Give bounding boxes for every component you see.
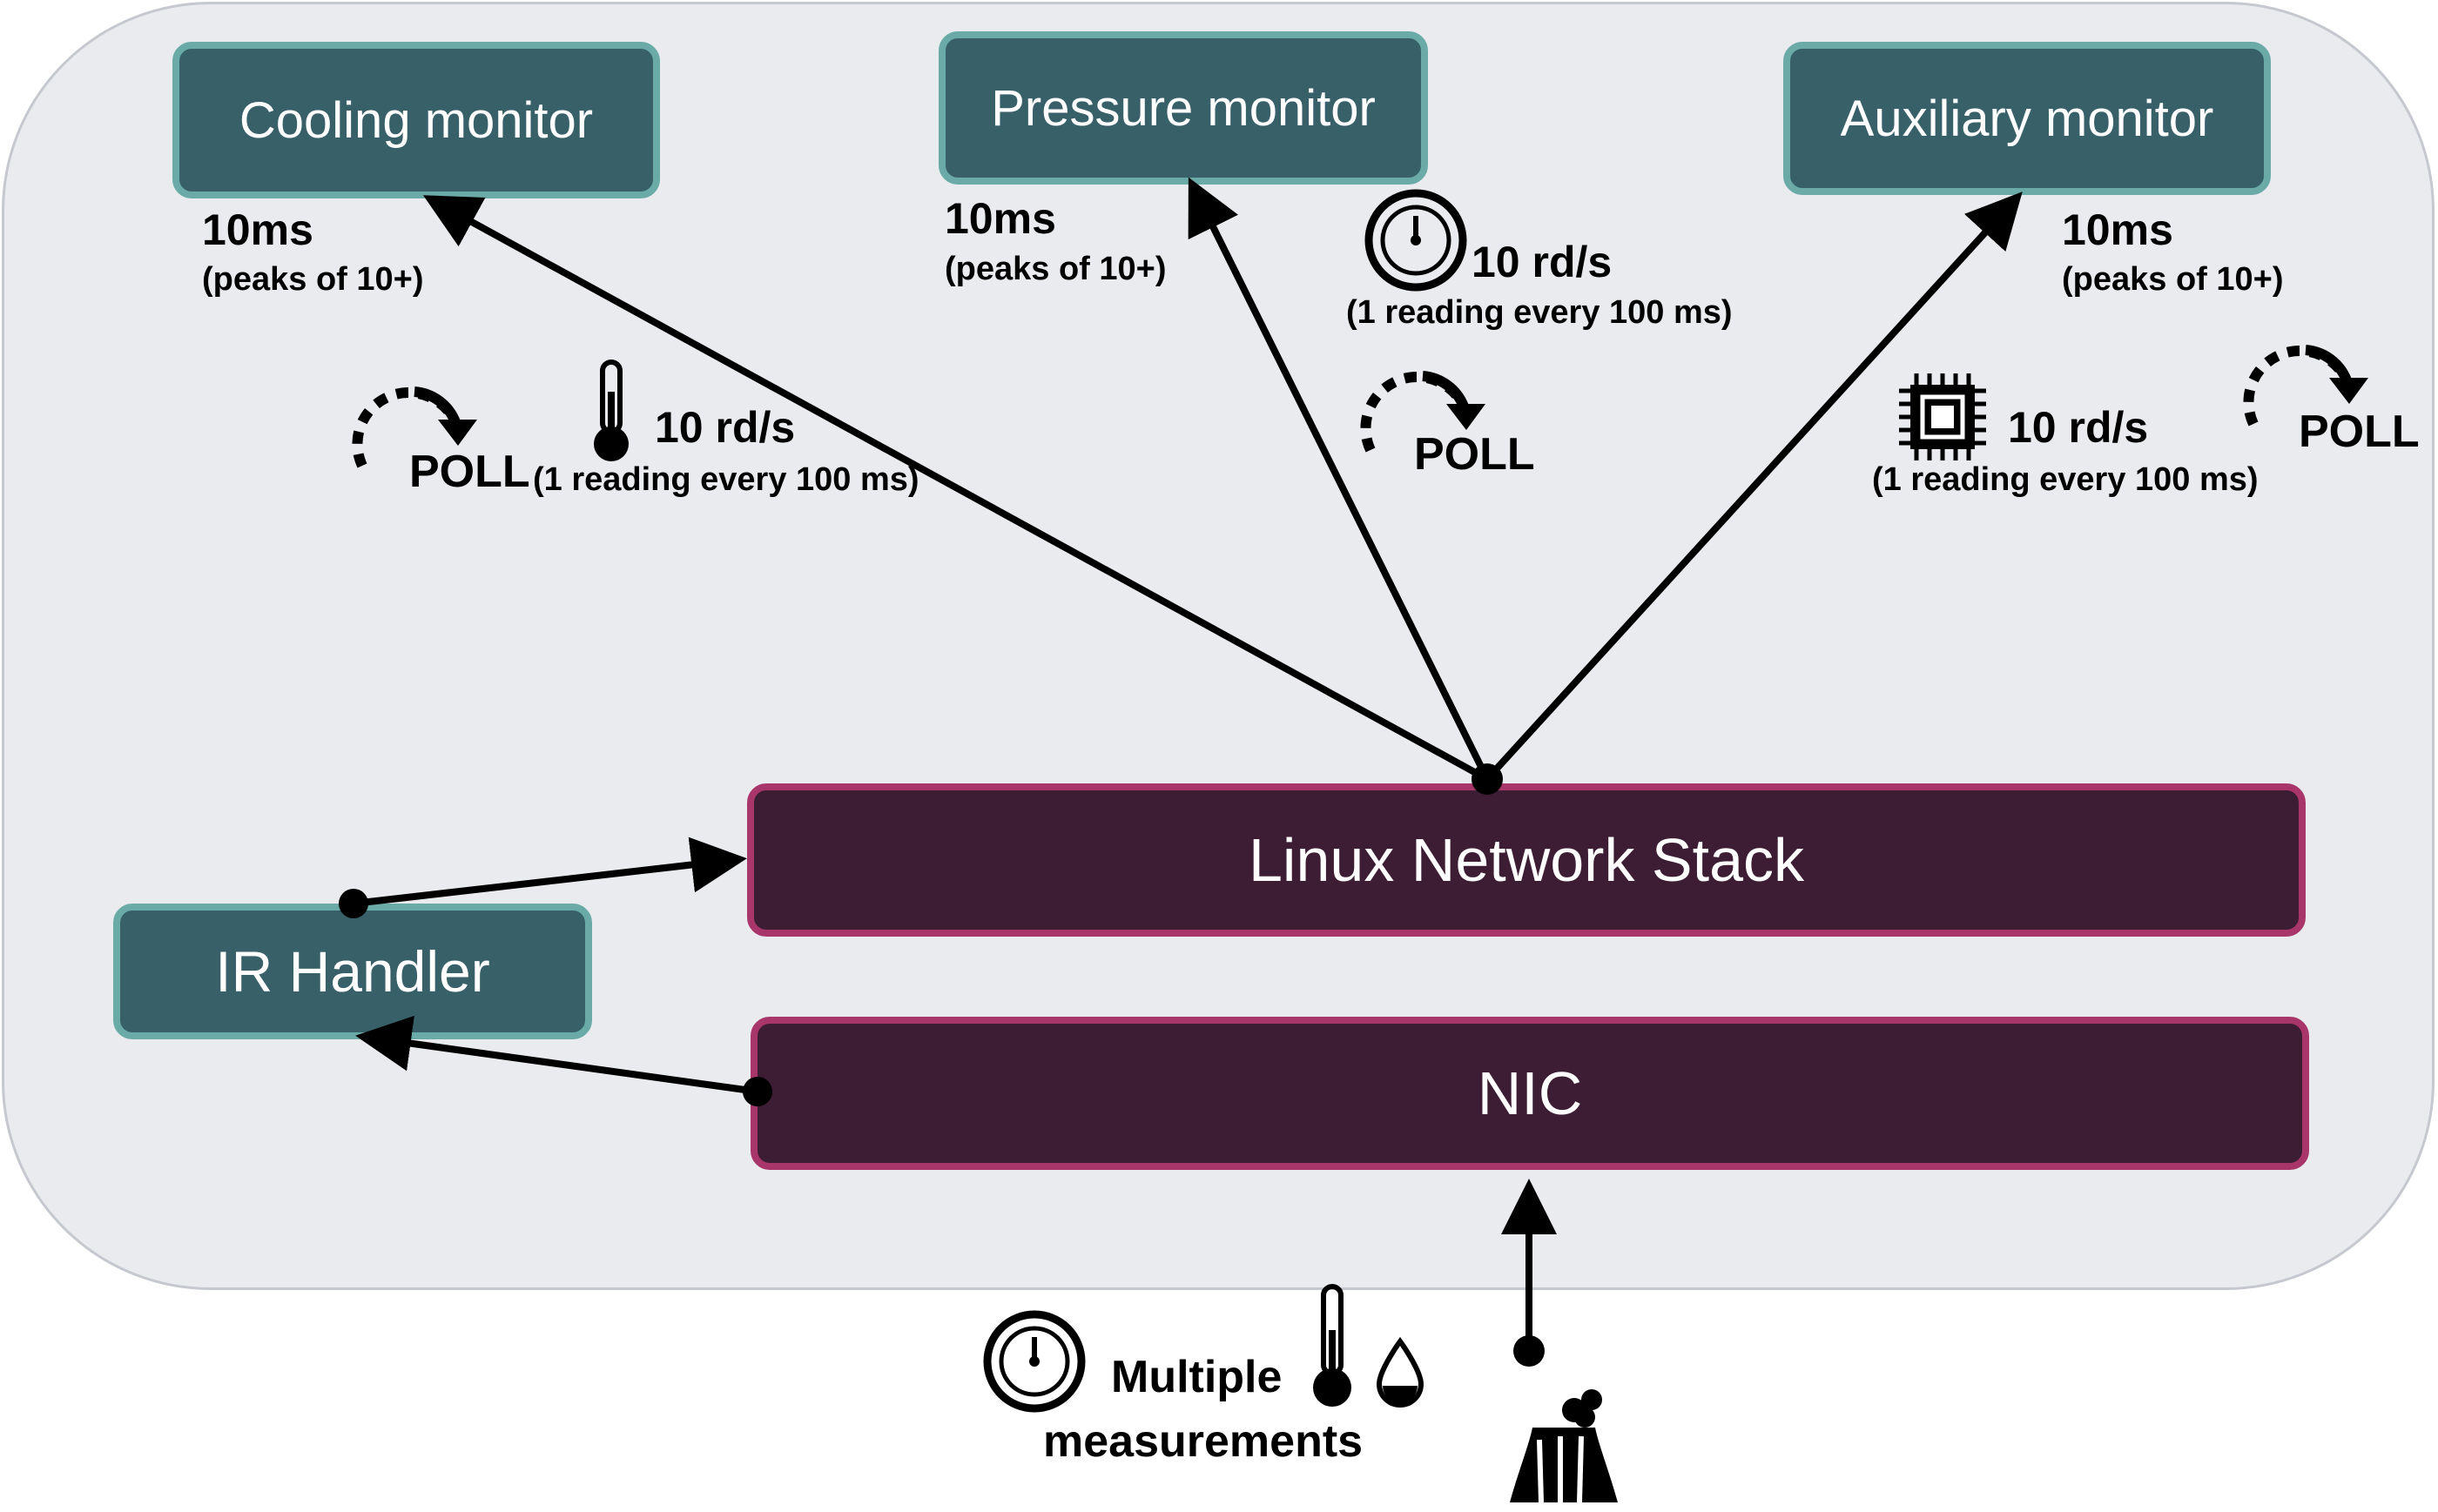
cooling-latency: 10ms: [202, 205, 313, 254]
droplet-icon: [1376, 1337, 1424, 1408]
source-label-line2: measurements: [1043, 1416, 1364, 1467]
cooling-rate: 10 rd/s: [655, 403, 796, 452]
auxiliary-monitor-box: Auxiliary monitor: [1783, 42, 2271, 195]
ir-junction-dot: [339, 889, 368, 918]
ir-handler-label: IR Handler: [215, 939, 490, 1004]
ir-handler-box: IR Handler: [113, 904, 592, 1039]
pressure-rate: 10 rd/s: [1472, 238, 1613, 286]
pressure-monitor-label: Pressure monitor: [991, 79, 1376, 137]
cooling-rate-note: (1 reading every 100 ms): [533, 461, 919, 498]
poll-cycle-icon: [352, 386, 477, 468]
stack-junction-dot: [1472, 763, 1503, 795]
chip-icon: [1899, 373, 1986, 460]
pressure-poll-label: POLL: [1414, 429, 1535, 480]
cooling-monitor-label: Cooling monitor: [239, 91, 594, 149]
pressure-latency-note: (peaks of 10+): [945, 251, 1167, 287]
cooling-poll-label: POLL: [409, 447, 530, 497]
arrow-to-auxiliary: [1485, 192, 2023, 782]
cooling-monitor-box: Cooling monitor: [172, 42, 660, 198]
auxiliary-latency-note: (peaks of 10+): [2062, 261, 2284, 298]
auxiliary-rate-note: (1 reading every 100 ms): [1872, 461, 2259, 498]
auxiliary-rate: 10 rd/s: [2008, 403, 2149, 452]
pressure-latency: 10ms: [945, 194, 1056, 243]
arrow-to-cooling: [422, 195, 1489, 783]
source-label-line1: Multiple: [1111, 1352, 1283, 1402]
auxiliary-monitor-label: Auxiliary monitor: [1840, 90, 2214, 147]
poll-cycle-icon: [1360, 371, 1485, 453]
cooling-latency-note: (peaks of 10+): [202, 261, 424, 298]
poll-cycle-icon: [2243, 345, 2368, 427]
thermometer-icon: [594, 360, 629, 461]
nic-label: NIC: [1477, 1059, 1583, 1127]
nic-junction-dot: [743, 1077, 772, 1106]
factory-icon: [1510, 1389, 1618, 1503]
arrow-nic-to-ir: [355, 1015, 758, 1095]
auxiliary-poll-label: POLL: [2299, 407, 2420, 457]
linux-network-stack-box: Linux Network Stack: [747, 783, 2306, 937]
auxiliary-latency: 10ms: [2062, 205, 2173, 254]
thermometer-icon: [1313, 1284, 1351, 1407]
arrow-to-pressure: [1188, 177, 1491, 781]
gauge-icon: [983, 1310, 1086, 1413]
gauge-icon: [1364, 189, 1467, 292]
arrow-ir-to-stack: [353, 837, 747, 907]
source-junction-dot: [1513, 1335, 1545, 1367]
pressure-rate-note: (1 reading every 100 ms): [1346, 294, 1733, 331]
linux-network-stack-label: Linux Network Stack: [1248, 826, 1805, 894]
pressure-monitor-box: Pressure monitor: [939, 31, 1428, 185]
